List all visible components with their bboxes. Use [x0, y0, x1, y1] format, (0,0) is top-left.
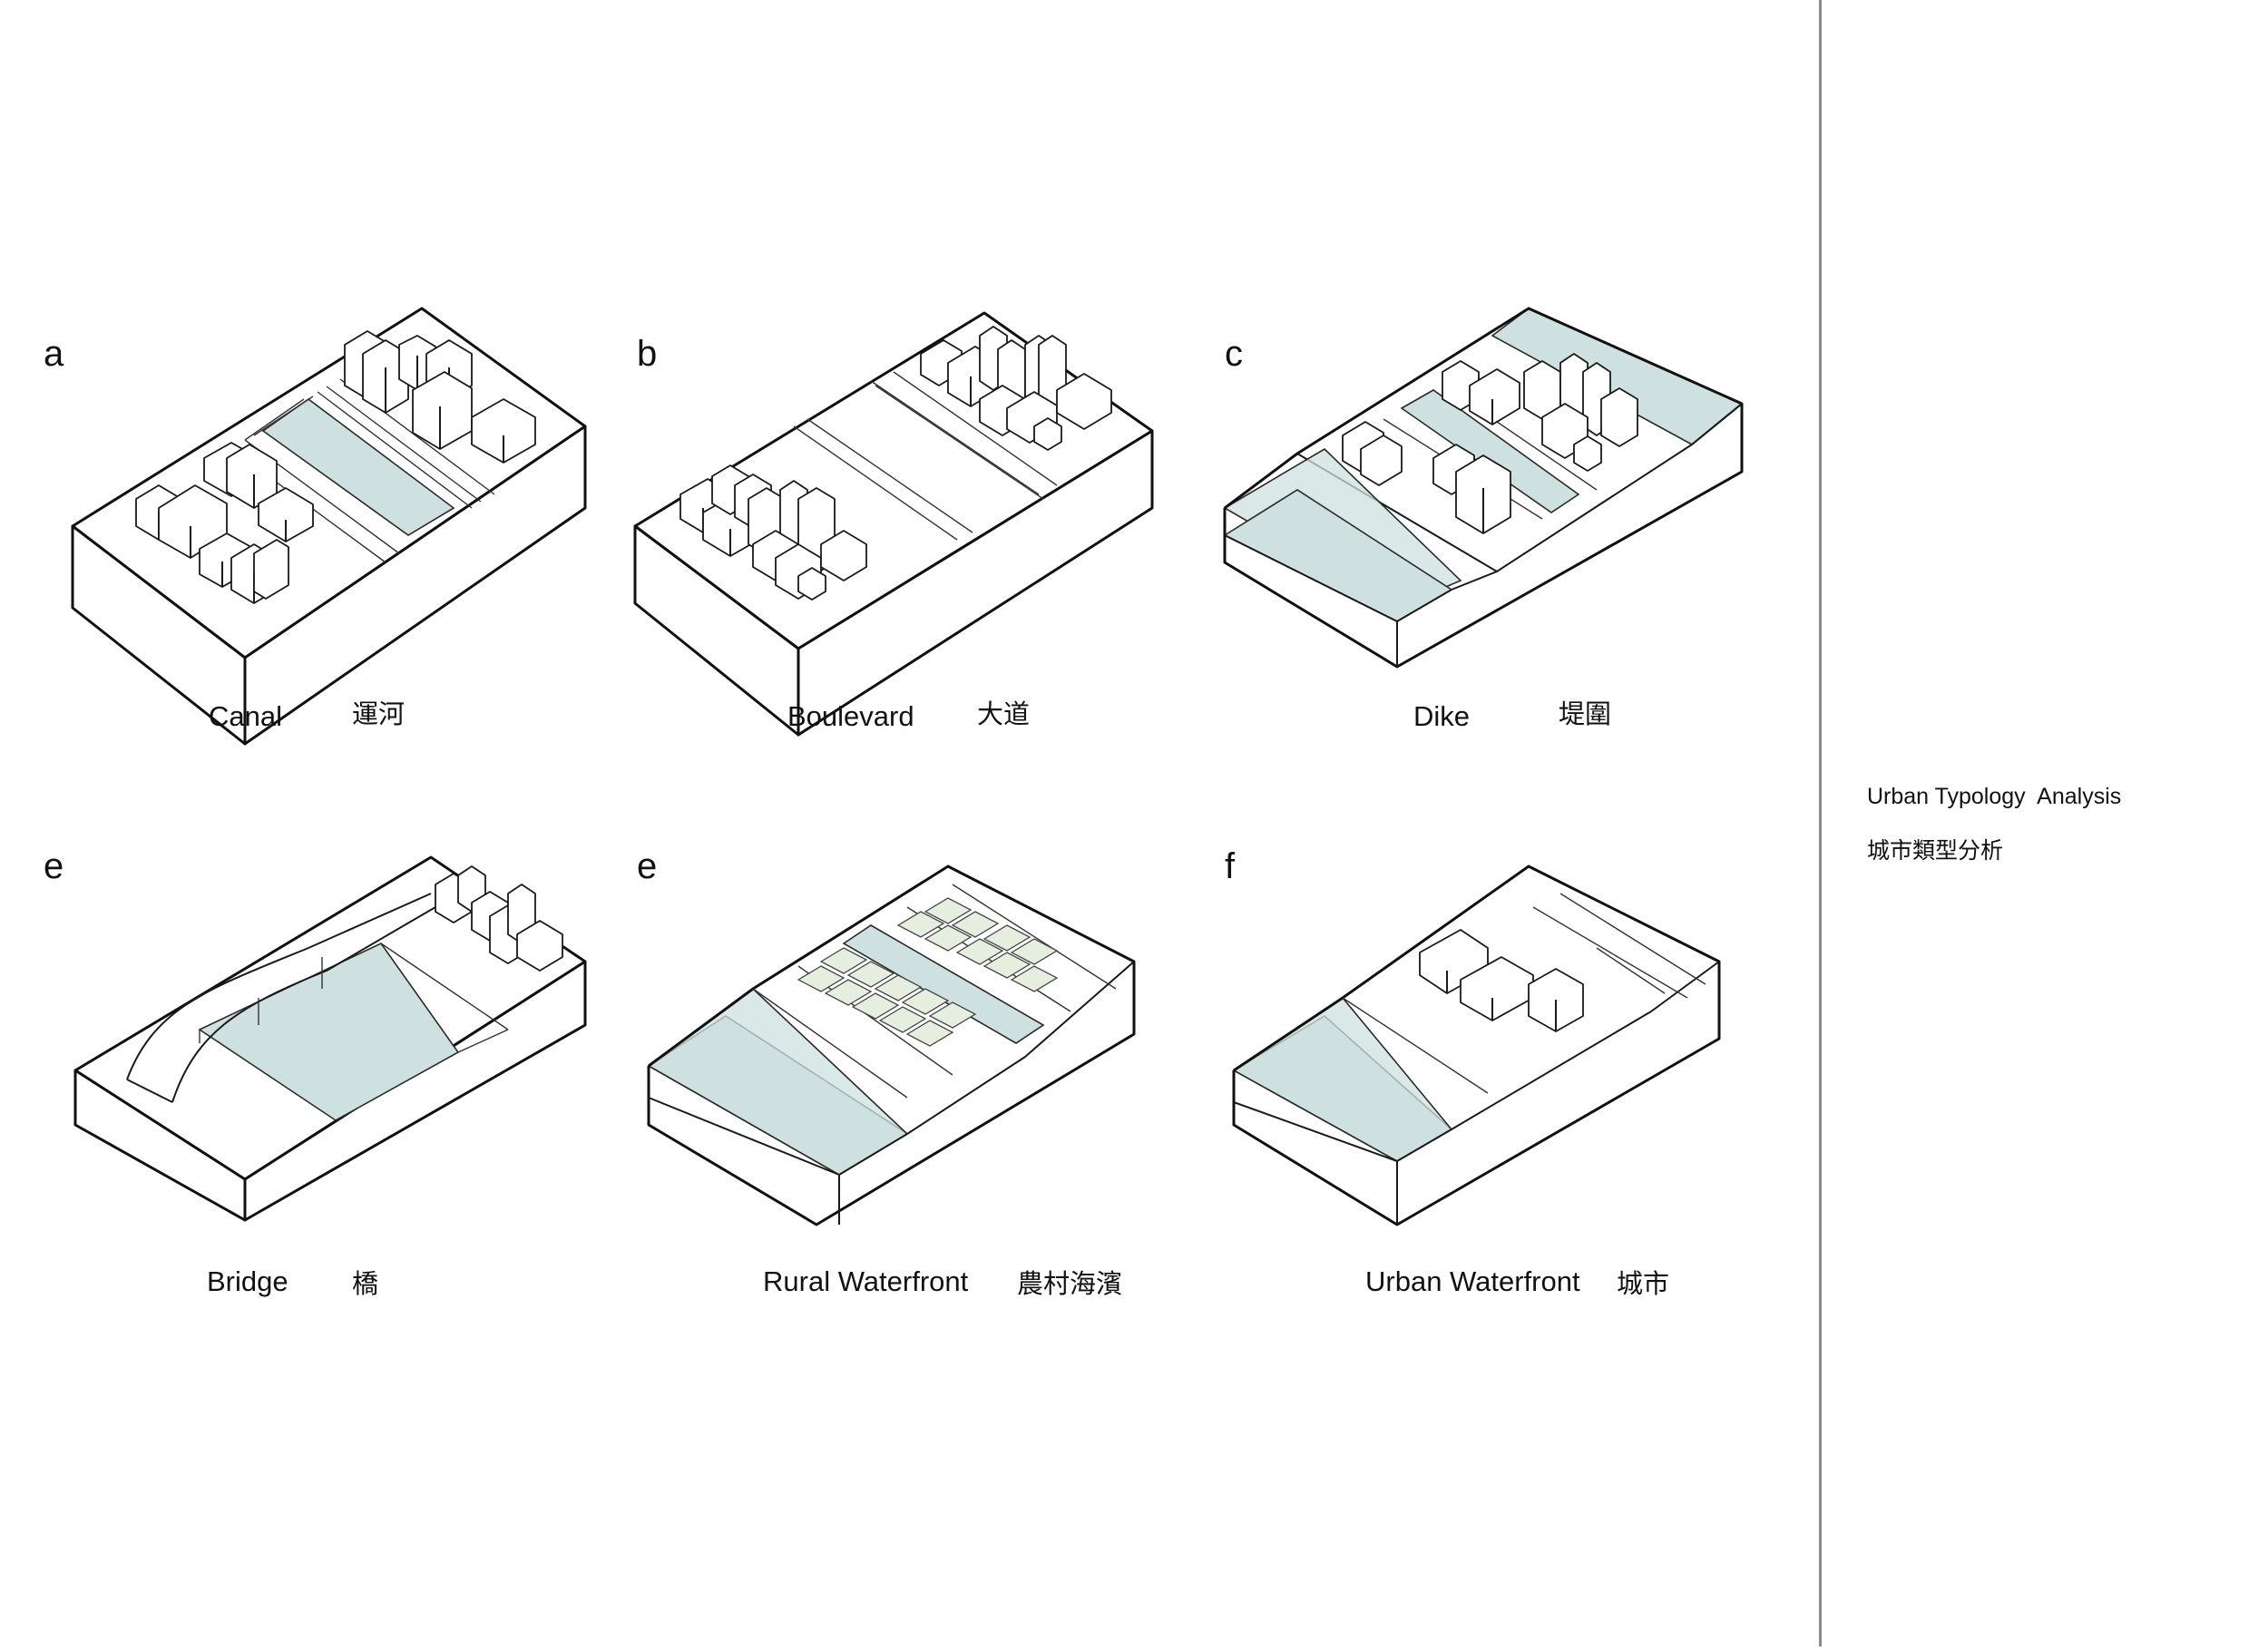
model-canal	[71, 307, 587, 746]
sidebar-title-cn: 城市類型分析	[1867, 837, 2004, 864]
panel-letter-rural: e	[637, 846, 658, 886]
panel-letter-c: c	[1225, 334, 1243, 374]
model-urban-waterfront	[1232, 865, 1721, 1226]
vertical-divider	[1819, 0, 1822, 1646]
sidebar-title: Urban Typology Analysis	[1867, 784, 2122, 809]
model-rural-waterfront	[647, 865, 1136, 1226]
model-dike	[1223, 307, 1744, 669]
panel-letter-b: b	[637, 334, 658, 374]
caption-boulevard-cn: 大道	[977, 698, 1031, 729]
model-bridge	[73, 855, 587, 1222]
caption-bridge: Bridge	[207, 1265, 288, 1297]
typology-diagram: a b c e e f Canal 運河 Boulevard 大道 Dike 堤…	[44, 307, 1744, 1299]
panel-letter-f: f	[1225, 846, 1236, 886]
caption-urban-waterfront: Urban Waterfront	[1365, 1265, 1580, 1297]
isometric-models	[71, 307, 1744, 1226]
caption-dike-cn: 堤圍	[1559, 698, 1612, 729]
caption-rural-waterfront: Rural Waterfront	[763, 1265, 969, 1297]
caption-boulevard: Boulevard	[787, 700, 914, 732]
caption-dike: Dike	[1413, 700, 1471, 732]
caption-bridge-cn: 橋	[352, 1268, 379, 1299]
panel-letter-a: a	[44, 334, 64, 374]
panel-letter-bridge: e	[44, 846, 64, 886]
caption-rural-waterfront-cn: 農村海濱	[1017, 1268, 1123, 1299]
caption-canal-cn: 運河	[352, 698, 406, 729]
caption-urban-waterfront-cn: 城市	[1617, 1268, 1670, 1299]
model-boulevard	[633, 311, 1154, 737]
caption-canal: Canal	[209, 700, 282, 732]
